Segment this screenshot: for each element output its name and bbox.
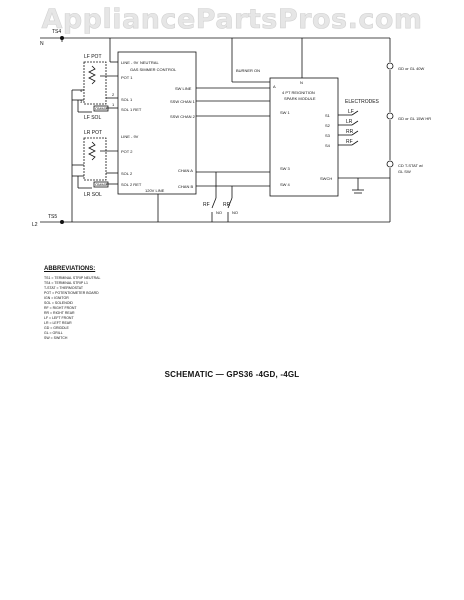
lf-term-4: 4 bbox=[80, 88, 83, 93]
electrodes-title: ELECTRODES bbox=[345, 99, 380, 105]
electrode-rr: RR bbox=[346, 129, 354, 135]
abbreviation-item: RF = RIGHT FRONT bbox=[44, 306, 77, 310]
lamp-column bbox=[386, 38, 394, 222]
switch-no-1: NO bbox=[216, 210, 222, 215]
abbreviation-item: TS1 = TERMINAL STRIP NEUTRAL bbox=[44, 276, 101, 280]
gas-sw-chan2: SSW CHAN 2 bbox=[170, 114, 196, 119]
abbreviation-item: GD = GRIDDLE bbox=[44, 326, 69, 330]
lf-pot-assembly bbox=[71, 61, 118, 140]
spark-sw3: SW 3 bbox=[280, 166, 291, 171]
abbreviation-item: POT = POTENTIOMETER BOARD bbox=[44, 291, 99, 295]
watermark: AppliancePartsPros.com bbox=[41, 4, 423, 36]
lr-sol-label: LR SOL bbox=[84, 192, 102, 198]
lf-term-2: 2 bbox=[112, 92, 115, 97]
spark-s4: S4 bbox=[325, 143, 331, 148]
abbreviation-item: RR = RIGHT REAR bbox=[44, 311, 75, 315]
lamp-top-label: GD or GL 40W bbox=[398, 66, 425, 71]
gas-pot2: POT 2 bbox=[121, 149, 133, 154]
rf-rr-switches bbox=[211, 172, 233, 222]
burner-on-wire bbox=[231, 38, 270, 83]
gas-sol2-ret: SOL 2 RET bbox=[121, 182, 142, 187]
gas-chan-a: CHAN A bbox=[178, 168, 193, 173]
lamp-mid-label: GD or GL 15W HR bbox=[398, 116, 431, 121]
abbreviation-item: GL = GRILL bbox=[44, 331, 63, 335]
lf-sol-box bbox=[93, 105, 109, 112]
electrode-lr: LR bbox=[346, 119, 353, 125]
abbreviation-item: LF = LEFT FRONT bbox=[44, 316, 74, 320]
spark-s1: S1 bbox=[325, 113, 331, 118]
l2-bus bbox=[40, 219, 390, 224]
lr-pot-assembly bbox=[71, 137, 118, 222]
lr-pot-label: LR POT bbox=[84, 130, 102, 136]
ts5-label: TS5 bbox=[48, 214, 57, 220]
spark-title-2: SPARK MODULE bbox=[284, 96, 316, 101]
spark-s2: S2 bbox=[325, 123, 331, 128]
gas-sol2: SOL 2 bbox=[121, 171, 133, 176]
electrode-lf: LF bbox=[348, 109, 354, 115]
spark-module-box bbox=[269, 77, 339, 197]
gas-sol1-ret: SOL 1 RET bbox=[121, 107, 142, 112]
gas-120v-line: 120V LINE bbox=[145, 188, 165, 193]
spark-s3: S3 bbox=[325, 133, 331, 138]
gas-pot1: POT 1 bbox=[121, 75, 133, 80]
switch-no-2: NO bbox=[232, 210, 238, 215]
gas-line9v-top: LINE - 9V bbox=[121, 60, 139, 65]
spark-sw1: SW 1 bbox=[280, 110, 291, 115]
spark-a: A bbox=[273, 84, 276, 89]
lf-term-1: 1 bbox=[112, 102, 115, 107]
electrode-rf: RF bbox=[346, 139, 353, 145]
abbreviations-title: ABBREVIATIONS: bbox=[44, 266, 96, 272]
ts4-label: TS4 bbox=[52, 29, 61, 35]
lr-sol-box-label: OMMX bbox=[95, 182, 108, 187]
abbreviation-item: T-STAT = THERMOSTAT bbox=[44, 286, 83, 290]
spark-n: N bbox=[300, 80, 303, 85]
burner-on-label: BURNER ON bbox=[236, 68, 260, 73]
gas-control-title-2: GAS SIMMER CONTROL bbox=[130, 67, 177, 72]
abbreviation-item: IGN = IGNITOR bbox=[44, 296, 69, 300]
lf-sol-box-label: OMMX bbox=[95, 106, 108, 111]
gas-sol1: SOL 1 bbox=[121, 97, 133, 102]
lf-pot-label: LF POT bbox=[84, 54, 102, 60]
gas-chan-b: CHAN B bbox=[178, 184, 193, 189]
abbreviation-item: SOL = SOLENOID bbox=[44, 301, 73, 305]
abbreviations-block: ABBREVIATIONS: TS1 = TERMINAL STRIP NEUT… bbox=[44, 266, 244, 341]
spark-title-1: 4 PT REIGNITION bbox=[282, 90, 315, 95]
gas-line9v-mid: LINE - 9V bbox=[121, 134, 139, 139]
abbreviation-item: LR = LEFT REAR bbox=[44, 321, 72, 325]
electrode-wires bbox=[338, 110, 359, 146]
spark-sw4: SW 4 bbox=[280, 182, 291, 187]
n-label: N bbox=[40, 41, 44, 47]
gas-sw-line: SW LINE bbox=[175, 86, 192, 91]
gas-simmer-control-box bbox=[117, 51, 197, 195]
abbreviation-item: TS4 = TERMINAL STRIP L1 bbox=[44, 281, 88, 285]
schematic-caption: SCHEMATIC — GPS36 -4GD, -4GL bbox=[164, 370, 300, 379]
spark-wires bbox=[301, 38, 390, 194]
switch-rr-label: RR bbox=[223, 202, 231, 208]
lamp-bottom-label-2: GL SW bbox=[398, 169, 411, 174]
spark-swch: SWCH bbox=[320, 176, 332, 181]
lf-sol-label: LF SOL bbox=[84, 115, 101, 121]
l2-label: L2 bbox=[32, 222, 38, 228]
gas-control-title-1: NEUTRAL bbox=[140, 60, 159, 65]
gas-control-wires bbox=[109, 38, 270, 222]
lf-term-3: 3 bbox=[80, 99, 83, 104]
n-bus bbox=[40, 36, 390, 42]
gas-sw-chan1: SSW CHAN 1 bbox=[170, 99, 196, 104]
switch-rf-label: RF bbox=[203, 202, 210, 208]
lamp-bottom-label-1: CD T-STAT w/ bbox=[398, 163, 424, 168]
abbreviation-item: SW = SWITCH bbox=[44, 336, 68, 340]
lr-sol-box bbox=[93, 181, 109, 188]
